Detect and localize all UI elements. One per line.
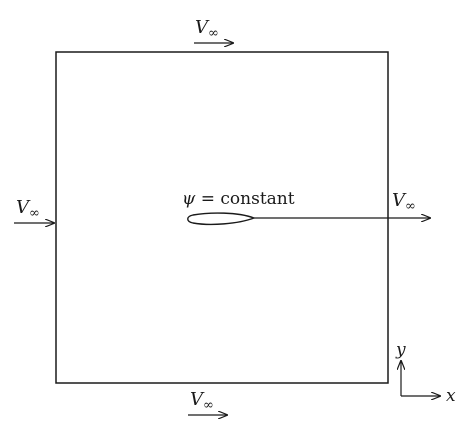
- axis-y-label: y: [395, 340, 406, 360]
- axis-x-label: x: [446, 386, 456, 406]
- streamfunction-label: ψ = constant: [182, 189, 295, 209]
- freestream-label-bottom: V∞: [190, 389, 214, 413]
- freestream-label-top: V∞: [195, 17, 219, 41]
- airfoil-shape: [187, 212, 256, 226]
- freestream-label-left: V∞: [16, 197, 40, 221]
- freestream-label-right: V∞: [392, 190, 416, 214]
